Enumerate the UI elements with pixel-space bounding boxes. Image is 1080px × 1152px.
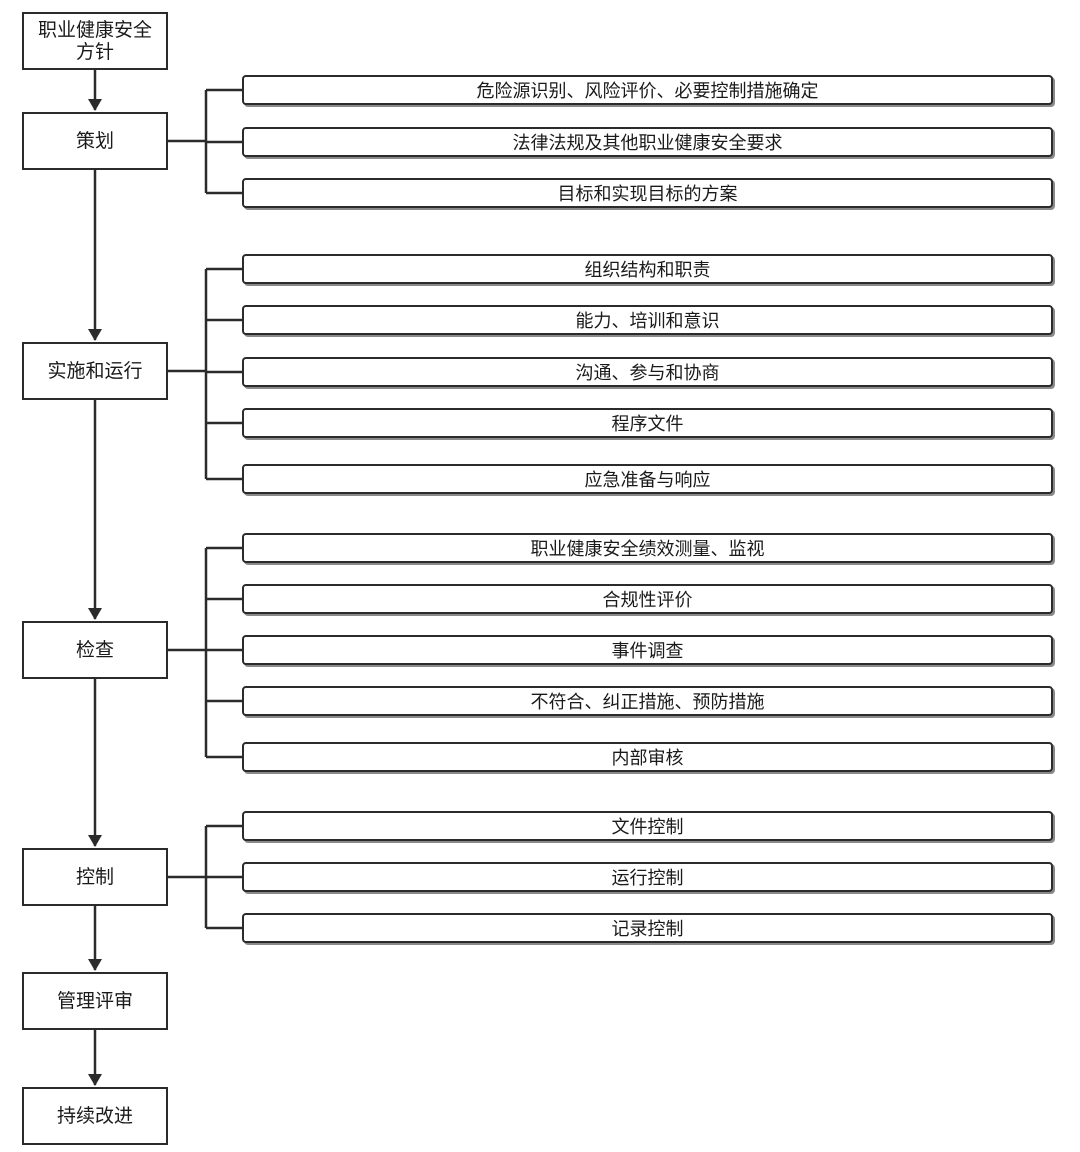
checking-item-internal-audit: 内部审核 <box>242 742 1053 772</box>
control-item-document-control: 文件控制 <box>242 811 1053 841</box>
main-step-checking: 检查 <box>22 621 168 679</box>
implementation-item-communication: 沟通、参与和协商 <box>242 357 1053 387</box>
control-item-record-control: 记录控制 <box>242 913 1053 943</box>
implementation-item-emergency: 应急准备与响应 <box>242 464 1053 494</box>
implementation-item-structure-responsibility: 组织结构和职责 <box>242 254 1053 284</box>
main-step-policy: 职业健康安全 方针 <box>22 12 168 70</box>
control-item-operational-control: 运行控制 <box>242 862 1053 892</box>
main-step-implementation: 实施和运行 <box>22 342 168 400</box>
main-step-management-review: 管理评审 <box>22 972 168 1030</box>
checking-item-performance-measurement: 职业健康安全绩效测量、监视 <box>242 533 1053 563</box>
implementation-item-competence-training: 能力、培训和意识 <box>242 305 1053 335</box>
planning-item-hazard-identification: 危险源识别、风险评价、必要控制措施确定 <box>242 75 1053 105</box>
planning-item-legal-requirements: 法律法规及其他职业健康安全要求 <box>242 127 1053 157</box>
main-step-control: 控制 <box>22 848 168 906</box>
main-step-continual-improvement: 持续改进 <box>22 1087 168 1145</box>
checking-item-incident-investigation: 事件调查 <box>242 635 1053 665</box>
planning-item-objectives-programmes: 目标和实现目标的方案 <box>242 178 1053 208</box>
implementation-item-documents: 程序文件 <box>242 408 1053 438</box>
checking-item-nonconformity: 不符合、纠正措施、预防措施 <box>242 686 1053 716</box>
main-step-planning: 策划 <box>22 112 168 170</box>
checking-item-compliance-evaluation: 合规性评价 <box>242 584 1053 614</box>
